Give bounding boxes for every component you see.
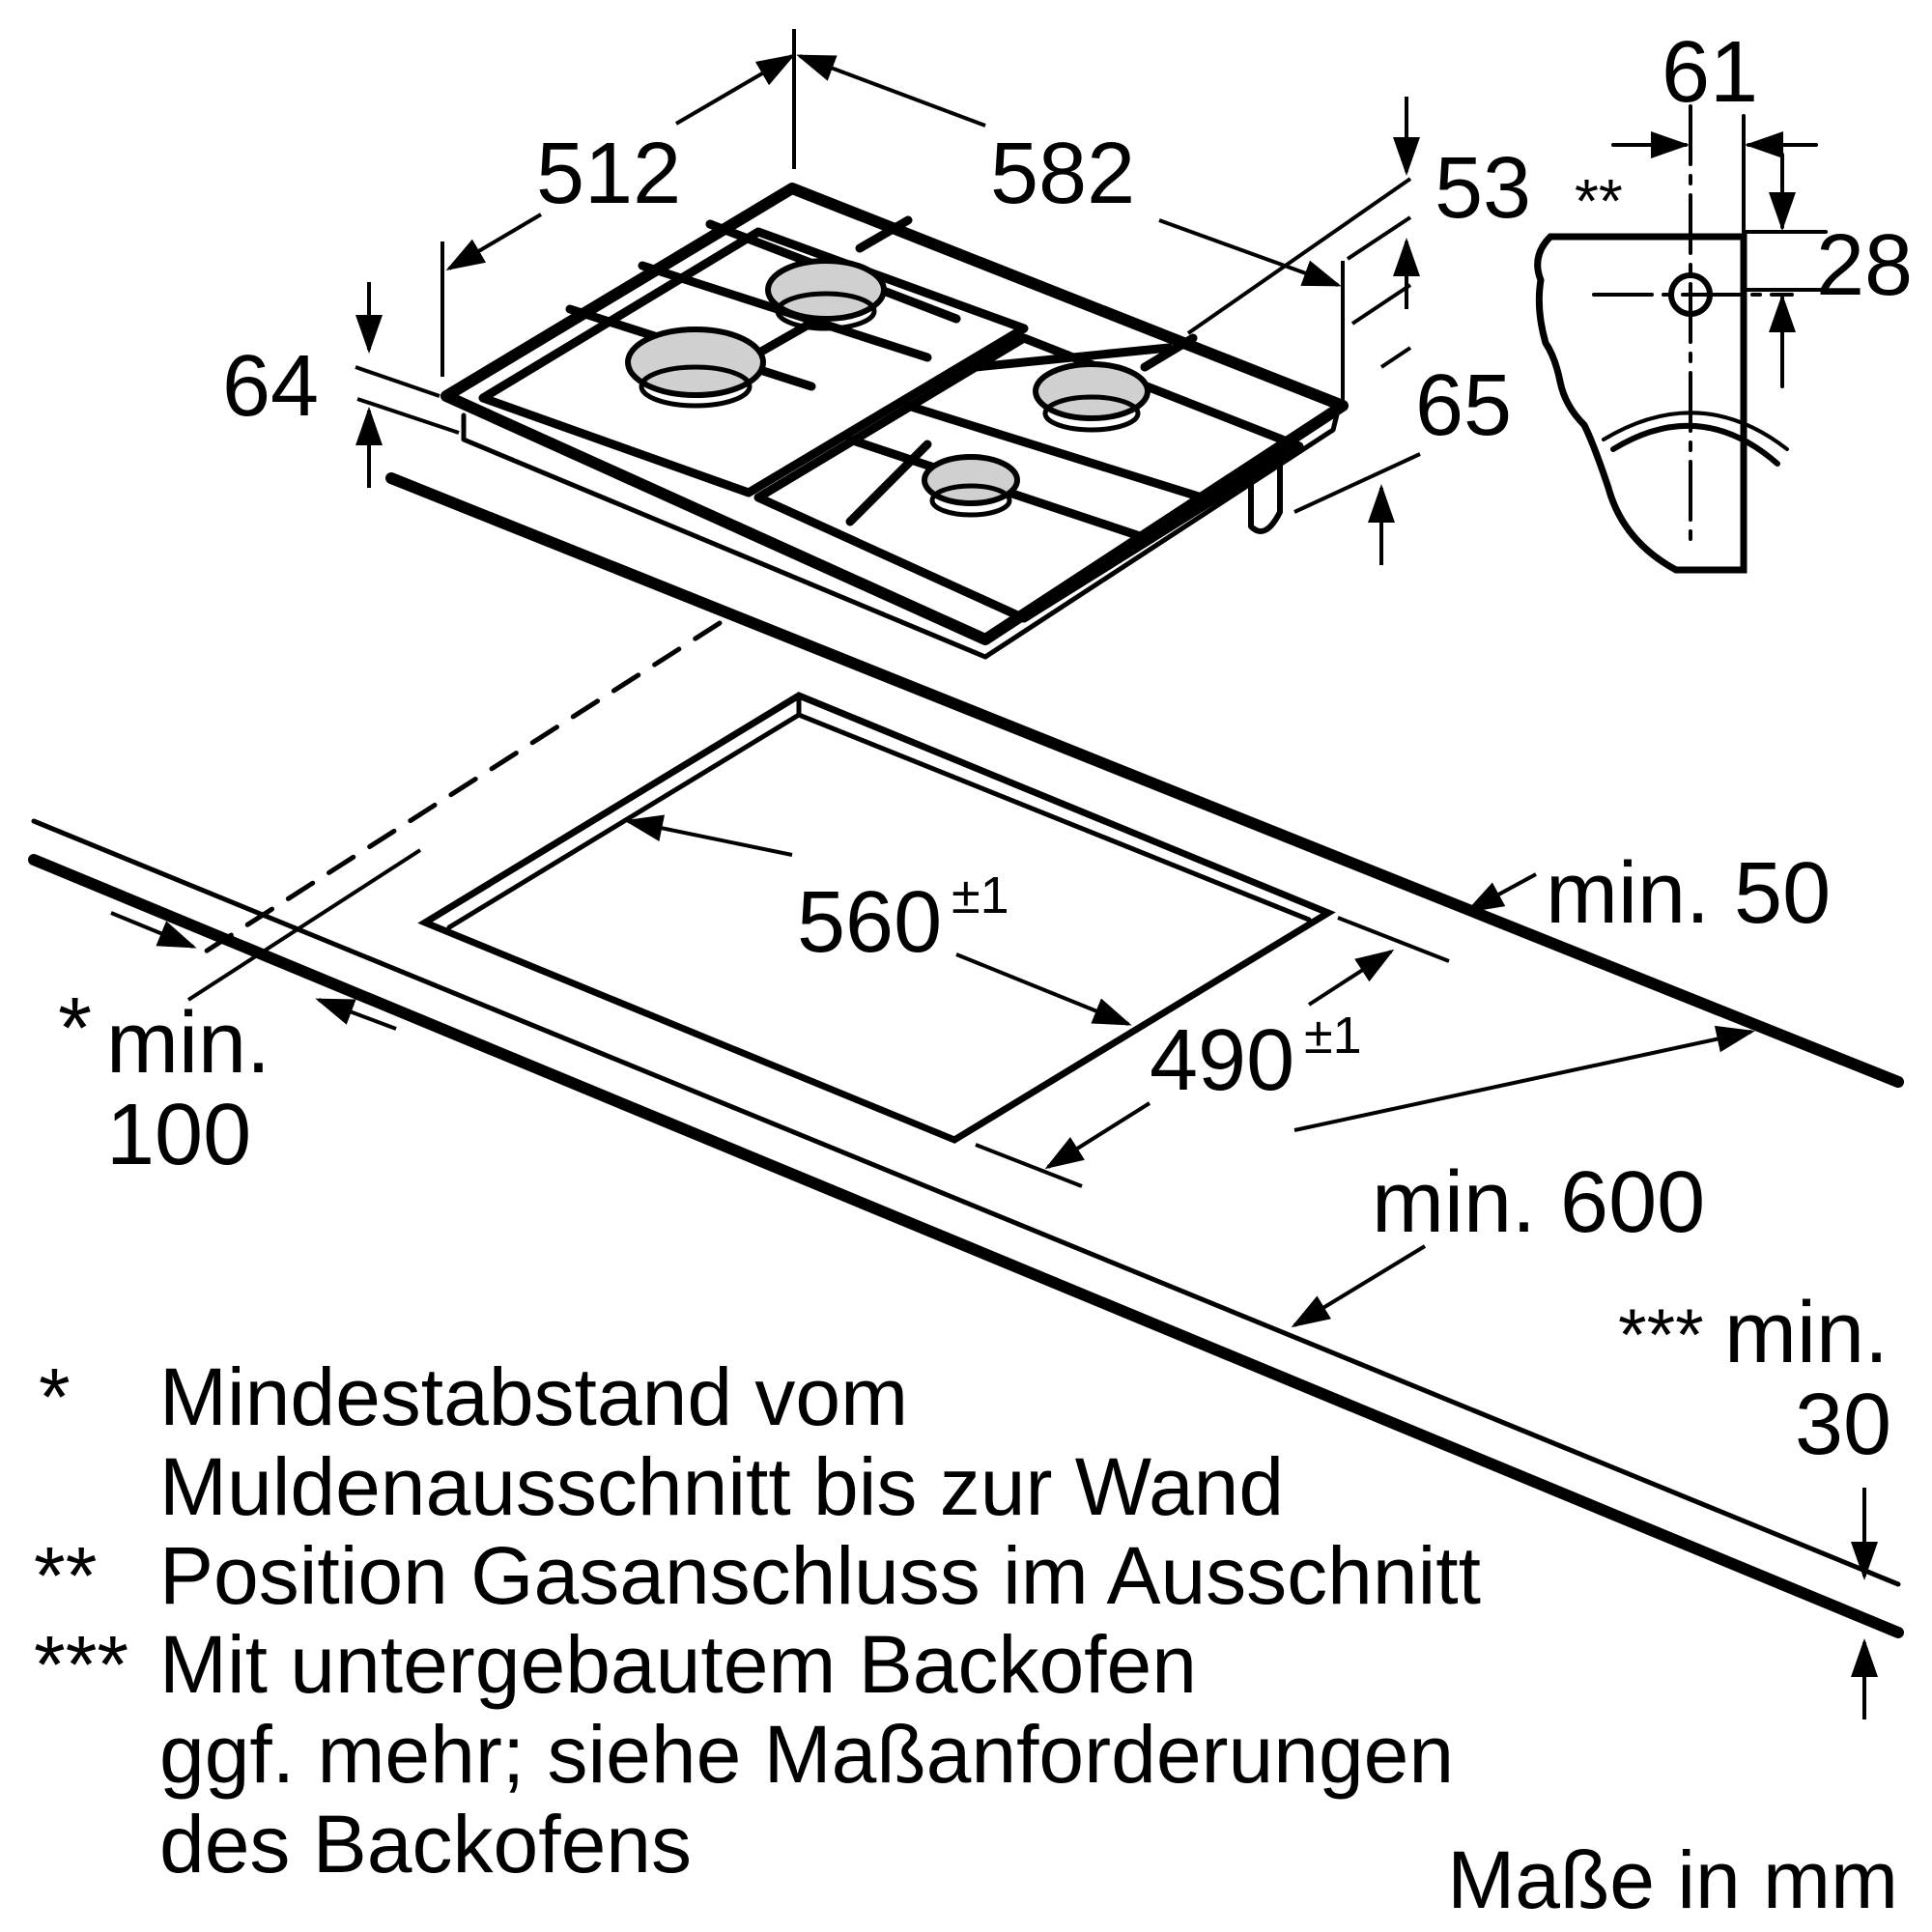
dim-height-total: 64 (222, 338, 319, 435)
dim-gas-offset-y: 28 (1816, 217, 1913, 314)
note-1-marker: * (39, 1351, 71, 1442)
hob-dimension-lines (355, 29, 1421, 565)
pan-support-right (753, 333, 1304, 623)
dim-cutout-depth: 490 (1150, 1012, 1294, 1109)
note-3-marker: *** (34, 1619, 128, 1710)
gas-marker: ** (1575, 166, 1623, 236)
worktop-drawing (28, 472, 1904, 1638)
pan-support-left (478, 227, 1029, 497)
dim-min-wall-label: min. (106, 995, 270, 1092)
burner-front-left (625, 327, 766, 398)
dim-hob-width: 582 (990, 126, 1135, 222)
cutout-dimension-lines (110, 814, 1878, 1719)
dim-min-back: min. 50 (1546, 845, 1831, 942)
dim-hob-depth: 512 (536, 126, 681, 222)
gas-connector (1248, 456, 1283, 534)
dim-cutout-depth-tol: ±1 (1304, 1007, 1362, 1065)
burners (625, 258, 1151, 518)
footnotes: * Mindestabstand vom Muldenausschnitt bi… (34, 1351, 1481, 1889)
hob-projection-dashed (195, 620, 723, 959)
dim-min-wall-prefix: * (58, 980, 92, 1077)
dim-gas-offset-x: 61 (1662, 24, 1758, 121)
note-1-line-1: Mindestabstand vom (159, 1351, 908, 1442)
dim-cutout-width: 560 (797, 874, 942, 971)
hob-drawing (440, 183, 1349, 660)
dim-min-under-prefix: *** (1618, 1294, 1704, 1377)
side-section-detail (1534, 104, 1828, 574)
cutout-outer (417, 692, 1336, 1144)
note-2-line-1: Position Gasanschluss im Ausschnitt (159, 1530, 1481, 1621)
dim-min-depth: min. 600 (1372, 1154, 1705, 1251)
units-label: Maße in mm (1447, 1834, 1898, 1925)
dim-height-under: 53 (1435, 140, 1531, 237)
dim-height-side: 65 (1415, 357, 1512, 454)
worktop-profile (1534, 233, 1747, 574)
worktop-front-edge (28, 854, 1904, 1638)
note-2-marker: ** (34, 1530, 97, 1621)
worktop-front-line-top (31, 818, 1901, 1587)
note-1-line-2: Muldenausschnitt bis zur Wand (159, 1441, 1284, 1532)
burner-back-right (1033, 361, 1151, 421)
hob-front-edge (461, 412, 988, 660)
dim-cutout-width-tol: ±1 (952, 867, 1009, 924)
note-3-line-3: des Backofens (159, 1799, 692, 1889)
burner-front-right (922, 454, 1020, 506)
dim-min-under-value: 30 (1795, 1377, 1891, 1473)
burner-back-left (765, 258, 887, 322)
dim-min-wall-value: 100 (106, 1087, 251, 1183)
note-3-line-2: ggf. mehr; siehe Maßanforderungen (159, 1709, 1454, 1800)
note-3-line-1: Mit untergebautem Backofen (159, 1619, 1197, 1710)
worktop-back-edge (385, 472, 1904, 1088)
dim-min-under-label: min. (1724, 1285, 1889, 1381)
